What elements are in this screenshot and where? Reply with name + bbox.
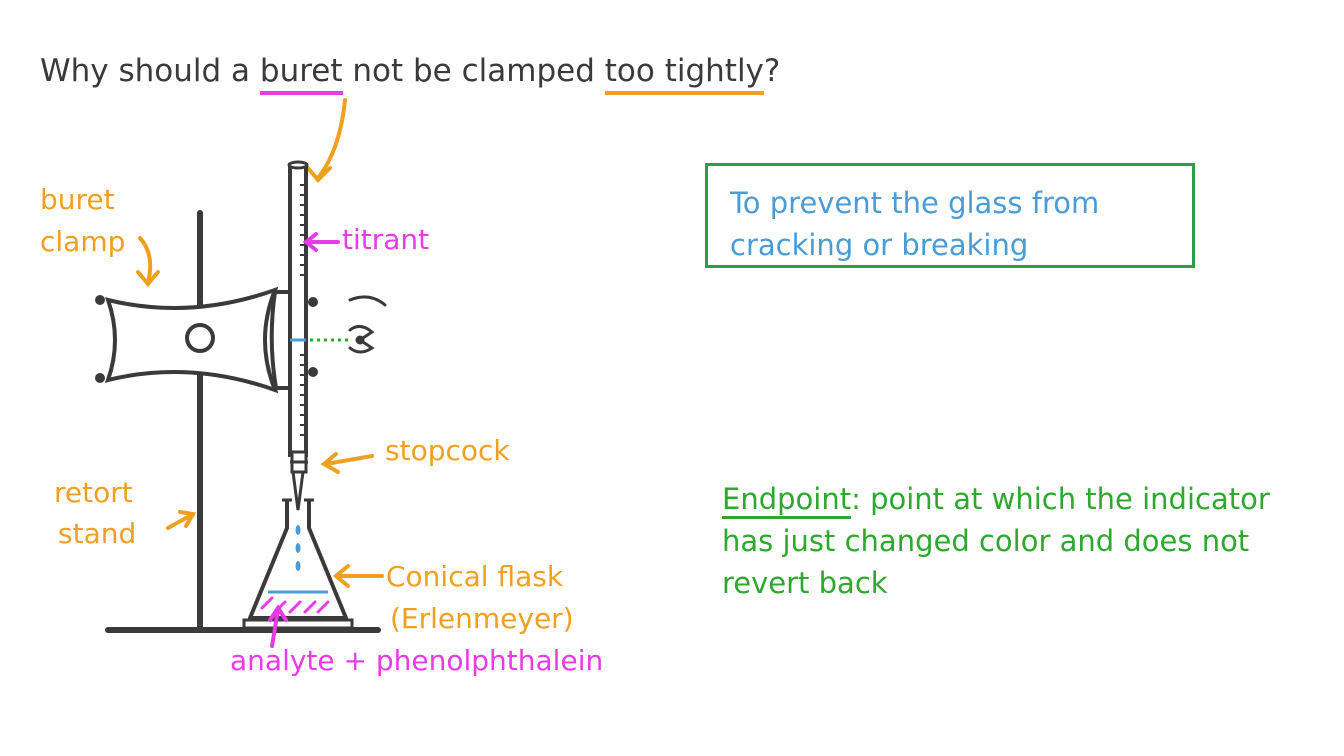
question-prefix: Why should a	[40, 53, 260, 89]
flask-base-platform	[242, 618, 354, 630]
buret-clamp-arrow	[138, 236, 153, 284]
clamp-knob-2	[95, 373, 105, 383]
clamp-knob-3	[308, 297, 318, 307]
endpoint-text: : point at which the indicator has just …	[722, 482, 1270, 601]
endpoint-term: Endpoint	[722, 482, 852, 519]
buret-clamp-label-line1: buret	[40, 183, 115, 216]
titrant-drops	[295, 525, 301, 571]
clamp-knob-4	[308, 367, 318, 377]
answer-box: To prevent the glass from cracking or br…	[705, 163, 1195, 268]
buret-pointer-arrow	[316, 98, 347, 180]
endpoint-definition: Endpoint: point at which the indicator h…	[722, 478, 1322, 604]
analyte-label: analyte + phenolphthalein	[230, 644, 604, 677]
question-title: Why should a buret not be clamped too ti…	[40, 53, 781, 95]
clamp-screw	[185, 323, 215, 353]
answer-text: To prevent the glass from cracking or br…	[730, 186, 1100, 263]
clamp-knob-1	[95, 295, 105, 305]
conical-flask-label-line2: (Erlenmeyer)	[390, 602, 574, 635]
retort-stand-label-line1: retort	[54, 476, 133, 509]
buret-clamp-label-line2: clamp	[40, 225, 126, 258]
buret-tip	[291, 471, 305, 511]
conical-flask	[248, 500, 348, 620]
question-buret-word: buret	[259, 53, 343, 95]
retort-stand-label-line2: stand	[58, 517, 137, 550]
stopcock-label: stopcock	[385, 434, 510, 467]
conical-flask-label-line1: Conical flask	[386, 560, 564, 593]
titrant-label: titrant	[342, 223, 430, 256]
clamp-jaw	[269, 290, 294, 390]
question-emphasis: too tightly	[604, 53, 764, 95]
buret-graduations	[300, 184, 306, 436]
question-suffix: ?	[763, 53, 781, 89]
analyte-hatching	[260, 596, 330, 614]
buret-pointer-arrowhead	[306, 166, 332, 183]
analyte-arrow	[270, 608, 280, 648]
question-middle: not be clamped	[342, 53, 605, 89]
eye-icon	[348, 295, 387, 354]
buret-top-opening	[287, 160, 309, 170]
buret-tube	[288, 163, 308, 457]
stopcock-arrow	[324, 454, 374, 466]
